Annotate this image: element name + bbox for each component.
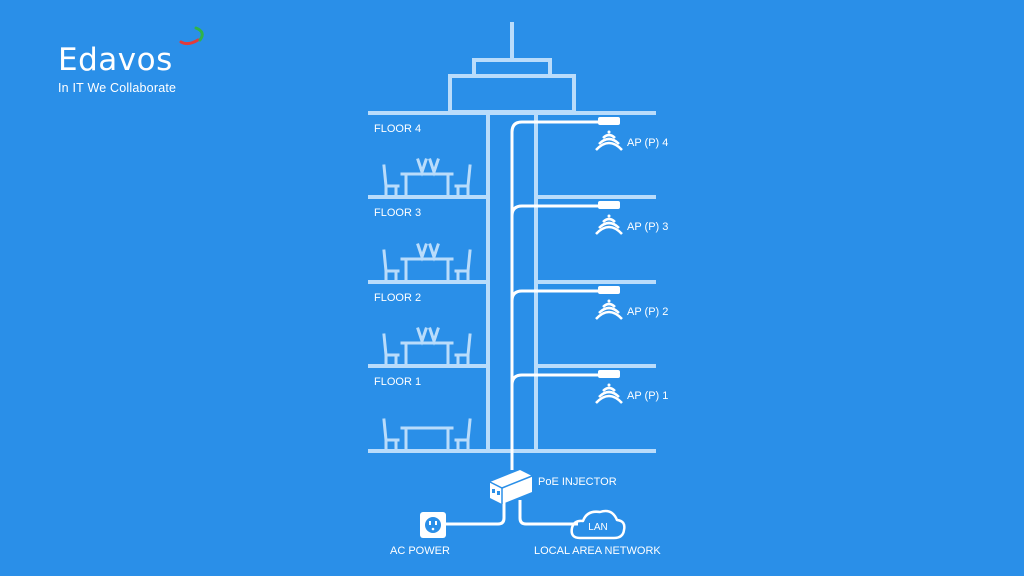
floor-4-label: FLOOR 4 [374,123,421,135]
brand-swoosh-icon [179,26,204,46]
access-point-3-icon [595,201,623,235]
floor-1-label: FLOOR 1 [374,376,421,388]
access-point-2-icon [595,286,623,320]
floor-3-label: FLOOR 3 [374,207,421,219]
ap-1-label: AP (P) 1 [627,390,668,402]
roof-block [448,74,576,114]
poe-branch-floor-3 [510,204,602,217]
brand-logo: Edavos In IT We Collaborate [58,26,204,95]
brand-tagline: In IT We Collaborate [58,81,177,95]
ap-3-label: AP (P) 3 [627,221,668,233]
brand-name: Edavos [58,42,173,78]
access-point-1-icon [595,370,623,404]
access-point-4-icon [595,117,623,151]
desk-set-floor-4 [382,158,472,197]
ac-power-label: AC POWER [390,545,450,557]
power-cable [446,500,506,526]
poe-injector-label: PoE INJECTOR [538,476,617,488]
poe-branch-floor-2 [510,289,602,302]
local-area-network-label: LOCAL AREA NETWORK [534,545,661,557]
ap-4-label: AP (P) 4 [627,137,668,149]
desk-set-floor-2 [382,327,472,366]
desk-set-floor-3 [382,243,472,282]
poe-injector-icon [489,470,533,504]
ap-2-label: AP (P) 2 [627,306,668,318]
lan-cloud-label: LAN [588,522,607,533]
poe-riser-cable [510,120,602,470]
lan-cloud-icon: LAN [570,509,626,540]
poe-branch-floor-1 [510,373,602,386]
roof-top-block [472,58,552,78]
ac-power-outlet-icon [420,512,446,538]
lan-cable [518,500,578,526]
floor-2-label: FLOOR 2 [374,292,421,304]
desk-set-floor-1 [382,418,472,451]
